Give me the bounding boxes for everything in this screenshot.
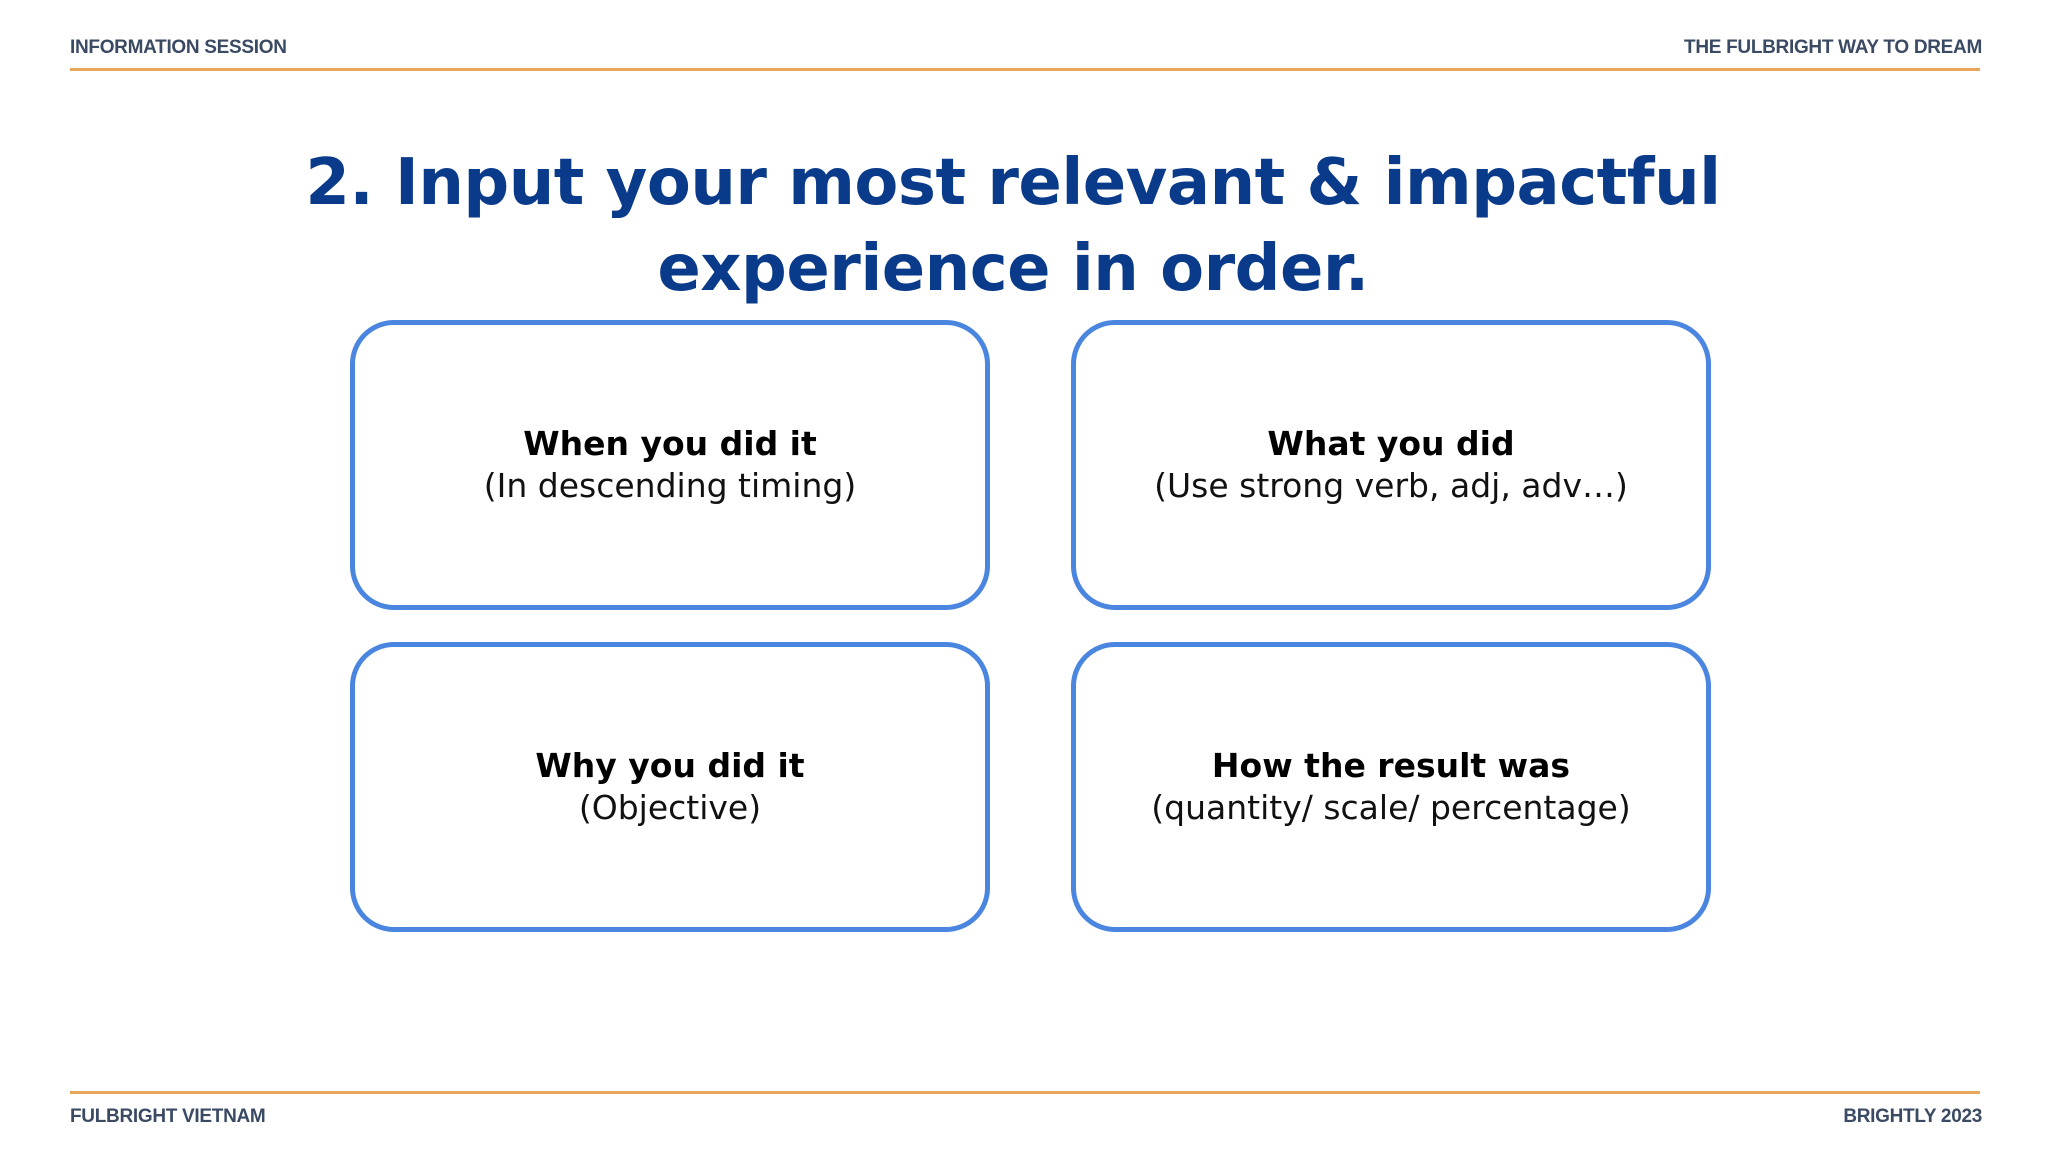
footer-left-label: FULBRIGHT VIETNAM [70, 1106, 266, 1127]
card-title: When you did it [523, 424, 817, 463]
card-why: Why you did it (Objective) [350, 642, 990, 932]
card-title: How the result was [1211, 746, 1571, 785]
card-title: What you did [1267, 424, 1515, 463]
card-subtitle: (Use strong verb, adj, adv…) [1154, 466, 1628, 505]
card-what: What you did (Use strong verb, adj, adv…… [1071, 320, 1711, 610]
card-how: How the result was (quantity/ scale/ per… [1071, 642, 1711, 932]
header-left-label: INFORMATION SESSION [70, 37, 287, 58]
header-right-label: THE FULBRIGHT WAY TO DREAM [1684, 37, 1982, 58]
card-when: When you did it (In descending timing) [350, 320, 990, 610]
card-title: Why you did it [535, 746, 805, 785]
slide-title: 2. Input your most relevant & impactful … [305, 146, 1721, 306]
card-subtitle: (In descending timing) [483, 466, 857, 505]
header-divider [70, 68, 1980, 71]
footer-right-label: BRIGHTLY 2023 [1843, 1106, 1982, 1127]
card-subtitle: (Objective) [578, 788, 762, 827]
card-subtitle: (quantity/ scale/ percentage) [1151, 788, 1631, 827]
footer-divider [70, 1091, 1980, 1094]
